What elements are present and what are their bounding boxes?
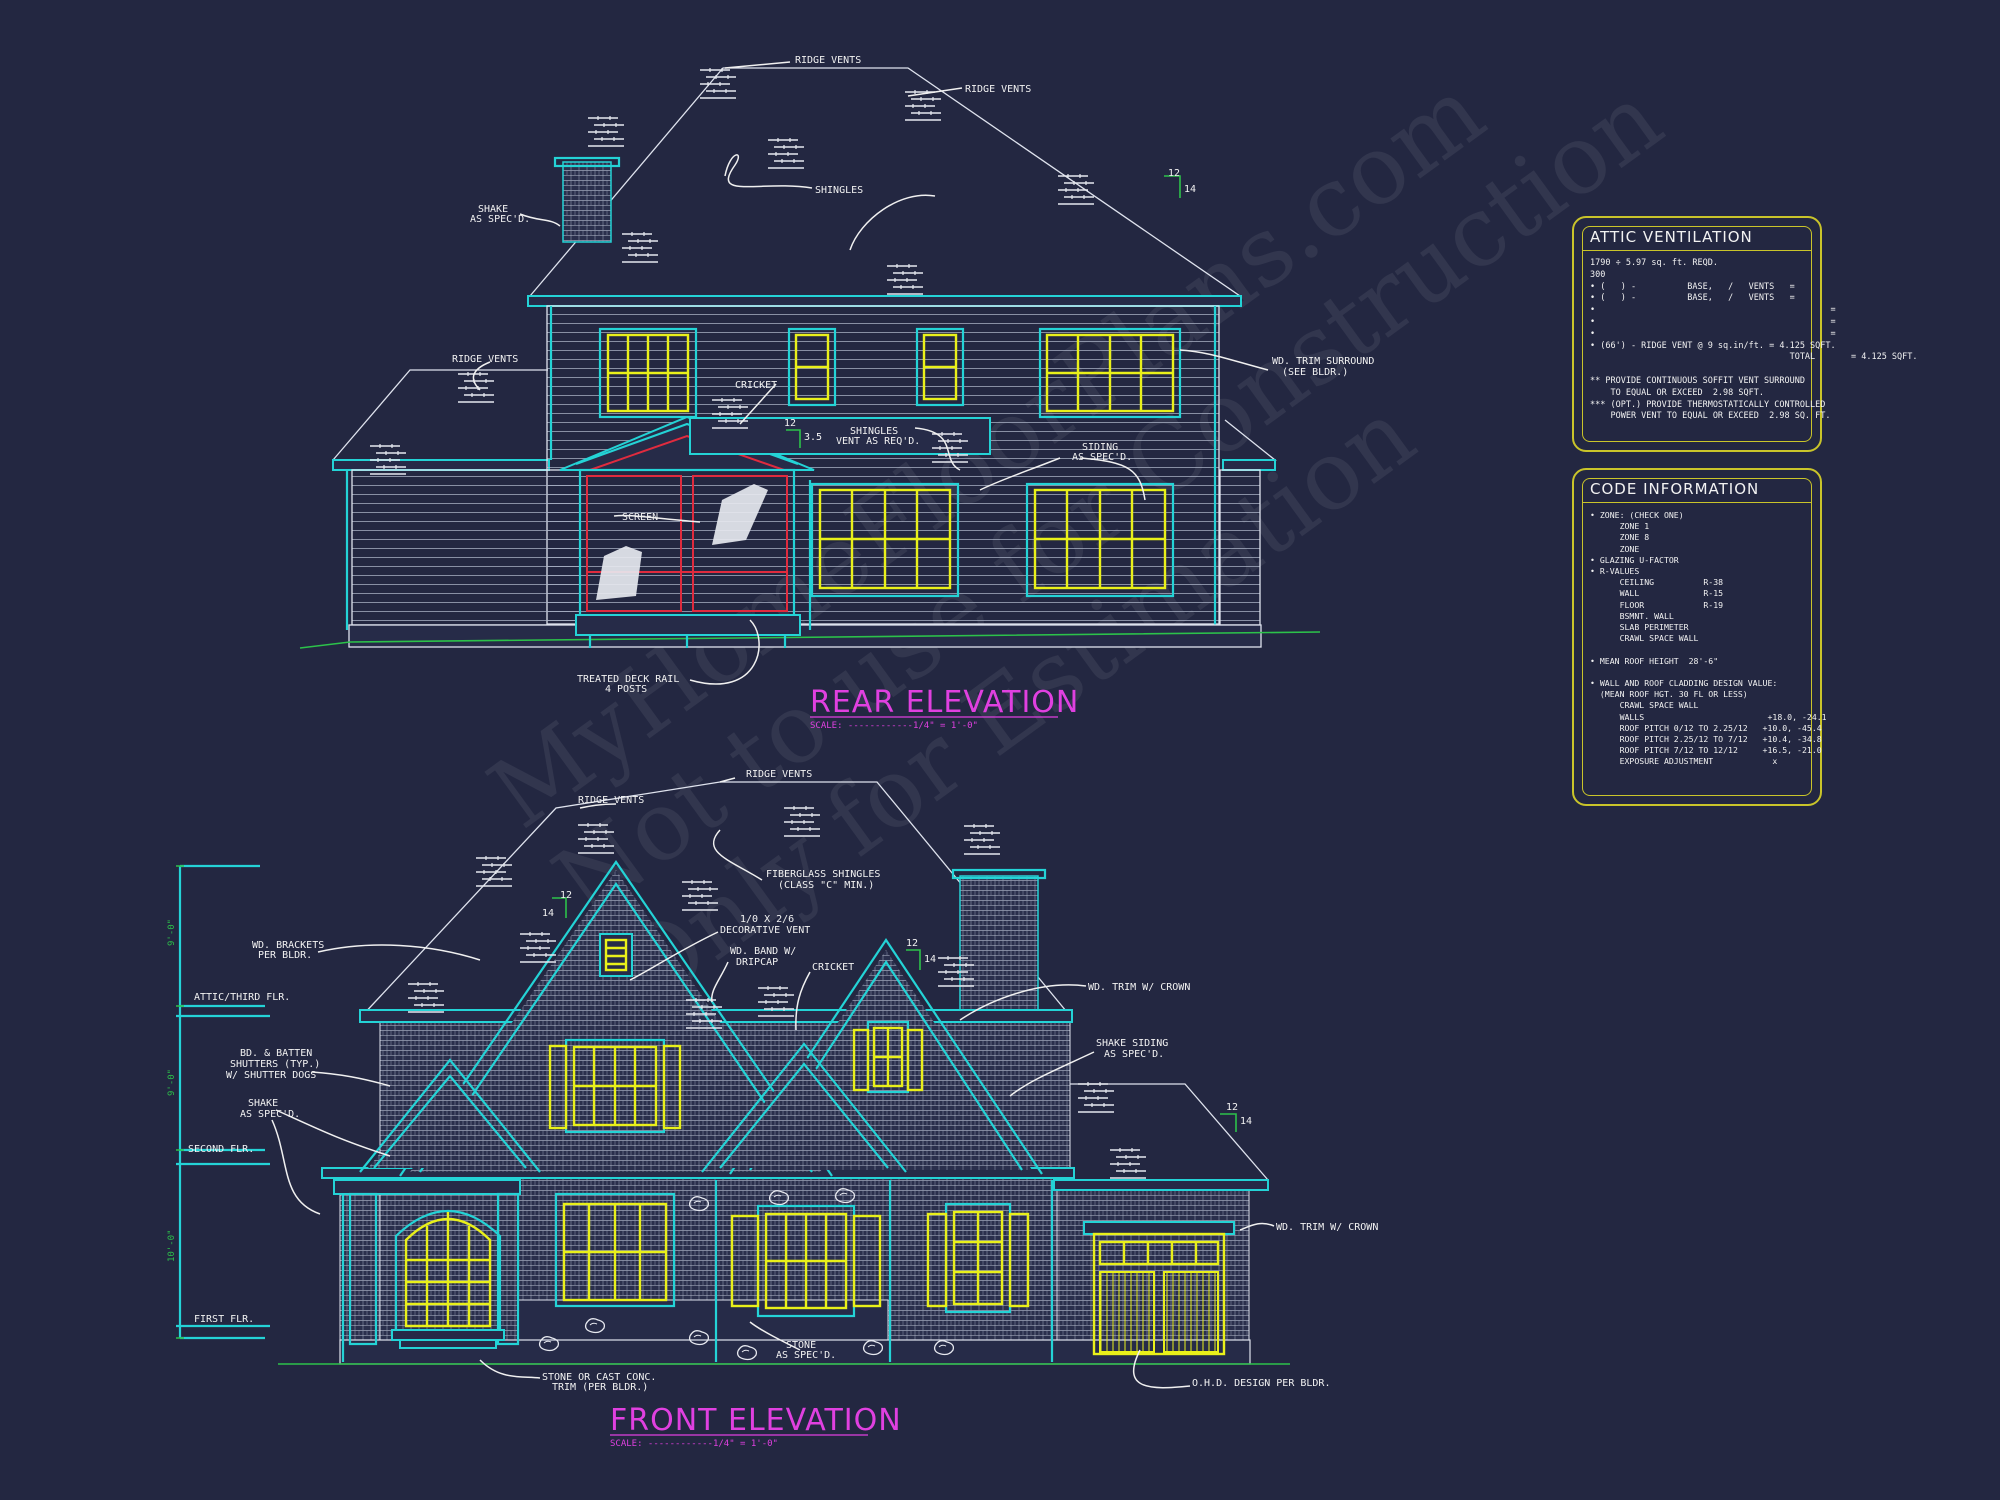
front-label-fiberglass-2: (CLASS "C" MIN.): [778, 880, 874, 891]
front-label-cricket: CRICKET: [812, 962, 854, 973]
front-scale: SCALE: ------------1/4" = 1'-0": [610, 1439, 778, 1449]
front-level-markers: 9'-0" 9'-0" 10'-0" ATTIC/THIRD FLR. SECO…: [167, 864, 290, 1340]
front-title: FRONT ELEVATION: [610, 1403, 902, 1438]
front-pitch-mid-run: 14: [924, 954, 936, 965]
front-entry: [333, 1179, 521, 1349]
rear-title: REAR ELEVATION: [810, 685, 1079, 720]
front-level-second: SECOND FLR.: [188, 1144, 254, 1155]
rear-pitch-run: 14: [1184, 184, 1196, 195]
front-label-fiberglass-1: FIBERGLASS SHINGLES: [766, 869, 880, 880]
front-level-attic: ATTIC/THIRD FLR.: [194, 992, 290, 1003]
rear-label-trim-2: (SEE BLDR.): [1282, 367, 1348, 378]
front-label-shake-2: AS SPEC'D.: [240, 1109, 300, 1120]
rear-label-shingles: SHINGLES: [815, 185, 863, 196]
front-chimney: [959, 875, 1039, 1017]
front-small-left-gable: [359, 1058, 541, 1173]
rear-label-shingles-vent-1: SHINGLES: [850, 426, 898, 437]
rear-label-trim-1: WD. TRIM SURROUND: [1272, 356, 1374, 367]
front-label-stone-2: AS SPEC'D.: [776, 1350, 836, 1361]
front-pitch-right-rise: 12: [1226, 1102, 1238, 1113]
rear-scale: SCALE: ------------1/4" = 1'-0": [810, 721, 978, 731]
front-label-vent-1: 1/0 X 2/6: [740, 914, 794, 925]
front-garage: [1083, 1221, 1235, 1356]
front-pitch-left-run: 14: [542, 908, 554, 919]
rear-elevation: 12 14 12 3.5 RIDGE VENTS RIDGE VENTS RID…: [299, 55, 1374, 731]
front-label-band-1: WD. BAND W/: [730, 946, 796, 957]
front-label-shutters-1: BD. & BATTEN: [240, 1048, 312, 1059]
rear-pitch-rise: 12: [1168, 168, 1180, 179]
front-dim-upper: 9'-0": [167, 919, 177, 946]
rear-label-deck-1: TREATED DECK RAIL: [577, 674, 679, 685]
front-pitch-mid-rise: 12: [906, 938, 918, 949]
rear-wing-wall: [351, 469, 581, 626]
rear-label-screen: SCREEN: [622, 512, 658, 523]
front-label-trim-conc-2: TRIM (PER BLDR.): [552, 1382, 648, 1393]
front-left-gable: [399, 860, 833, 1177]
rear-chimney: [562, 161, 612, 243]
front-upper-windows: [548, 1020, 924, 1134]
rear-label-shingles-vent-2: VENT AS REQ'D.: [836, 436, 920, 447]
rear-cricket-pitch-rise: 12: [784, 418, 796, 429]
front-label-trim-conc-1: STONE OR CAST CONC.: [542, 1372, 656, 1383]
front-dim-mid: 9'-0": [167, 1069, 177, 1096]
front-pitch-left-rise: 12: [560, 890, 572, 901]
front-label-shutters-3: W/ SHUTTER DOGS: [226, 1070, 316, 1081]
rear-lower-windows: [810, 482, 1175, 598]
rear-label-ridge-vents-2: RIDGE VENTS: [965, 84, 1031, 95]
front-label-ridge-vents-2: RIDGE VENTS: [578, 795, 644, 806]
front-label-ohd: O.H.D. DESIGN PER BLDR.: [1192, 1378, 1330, 1389]
front-dim-lower: 10'-0": [167, 1229, 177, 1262]
code-information-notes: • ZONE: (CHECK ONE) ZONE 1 ZONE 8 ZONE •…: [1590, 510, 1827, 767]
rear-label-ridge-vents-3: RIDGE VENTS: [452, 354, 518, 365]
code-information-panel: CODE INFORMATION • ZONE: (CHECK ONE) ZON…: [1572, 468, 1827, 806]
front-label-ridge-vents-1: RIDGE VENTS: [746, 769, 812, 780]
front-pitch-right-run: 14: [1240, 1116, 1252, 1127]
front-label-stone-1: STONE: [786, 1340, 816, 1351]
front-lower-windows: [554, 1192, 1030, 1318]
attic-ventilation-panel: ATTIC VENTILATION 1790 ÷ 5.97 sq. ft. RE…: [1572, 216, 1918, 452]
rear-label-cricket: CRICKET: [735, 380, 777, 391]
rear-label-siding-2: AS SPEC'D.: [1072, 452, 1132, 463]
attic-ventilation-title: ATTIC VENTILATION: [1590, 228, 1753, 246]
rear-upper-windows: [598, 327, 1182, 419]
front-label-shake-1: SHAKE: [248, 1098, 278, 1109]
front-label-vent-2: DECORATIVE VENT: [720, 925, 810, 936]
front-middle-gable: [701, 1042, 907, 1173]
front-label-shake-siding-2: AS SPEC'D.: [1104, 1049, 1164, 1060]
front-label-band-2: DRIPCAP: [736, 957, 778, 968]
rear-wing-roof: [332, 369, 548, 461]
front-elevation: 12 14 12 14 12 14 9'-0" 9'-0" 10'-0" ATT…: [167, 769, 1378, 1449]
rear-label-siding-1: SIDING: [1082, 442, 1118, 453]
front-level-first: FIRST FLR.: [194, 1314, 254, 1325]
rear-label-deck-2: 4 POSTS: [605, 684, 647, 695]
rear-label-shake-1: SHAKE: [478, 204, 508, 215]
rear-label-ridge-vents-1: RIDGE VENTS: [795, 55, 861, 66]
code-information-title: CODE INFORMATION: [1590, 480, 1760, 498]
front-label-trim-crown-2: WD. TRIM W/ CROWN: [1276, 1222, 1378, 1233]
front-label-brackets-1: WD. BRACKETS: [252, 940, 324, 951]
front-label-shake-siding-1: SHAKE SIDING: [1096, 1038, 1168, 1049]
rear-label-shake-2: AS SPEC'D.: [470, 214, 530, 225]
front-label-trim-crown-1: WD. TRIM W/ CROWN: [1088, 982, 1190, 993]
rear-cricket-pitch-run: 3.5: [804, 432, 822, 443]
front-label-shutters-2: SHUTTERS (TYP.): [230, 1059, 320, 1070]
front-label-brackets-2: PER BLDR.: [258, 950, 312, 961]
attic-ventilation-notes: 1790 ÷ 5.97 sq. ft. REQD. 300 • ( ) - BA…: [1590, 258, 1918, 422]
